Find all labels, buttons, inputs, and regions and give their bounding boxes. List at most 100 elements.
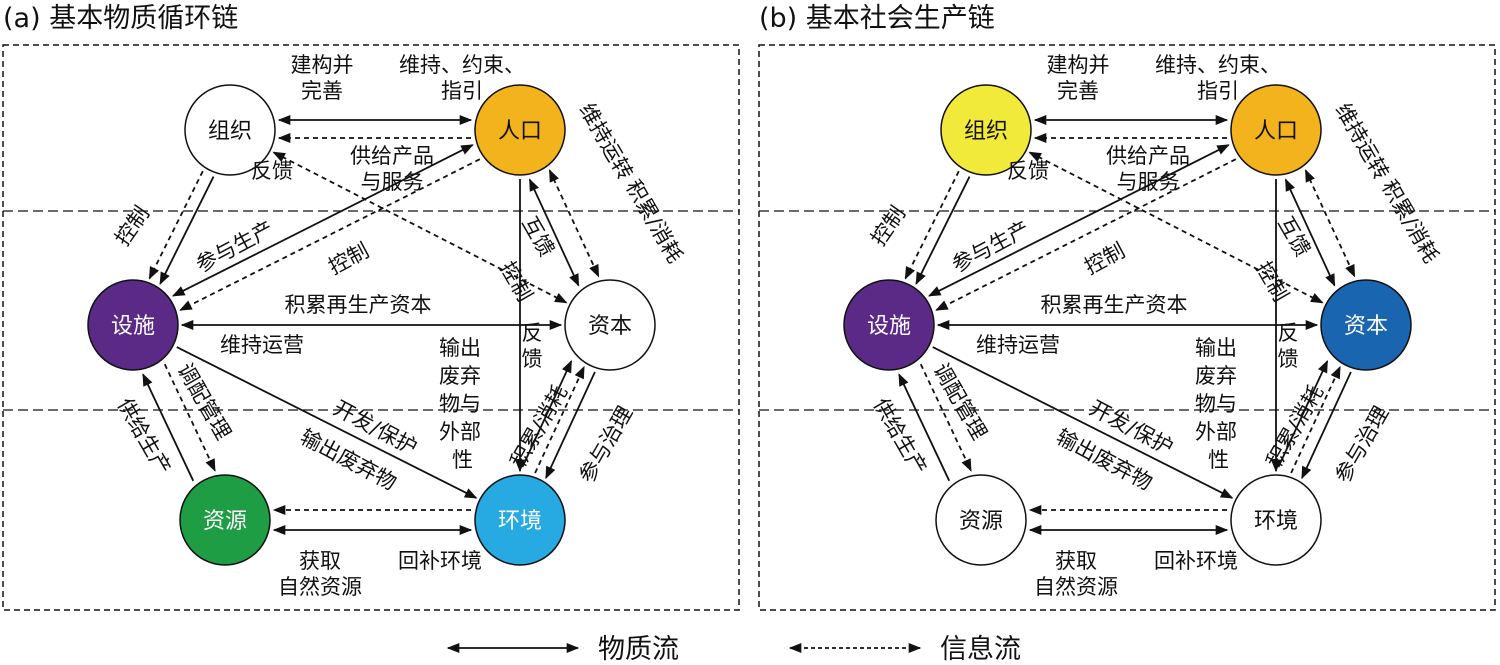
label-build: 完善 bbox=[301, 79, 343, 103]
label-maintain: 维持、约束、 bbox=[1155, 53, 1281, 77]
label-control1: 控制 bbox=[866, 202, 910, 250]
arrow-pop-fac-info bbox=[935, 158, 1237, 311]
legend-info-label: 信息流 bbox=[940, 634, 1021, 665]
node-env: 环境 bbox=[474, 474, 566, 566]
label-accum2: 积累/消耗 bbox=[1262, 381, 1328, 472]
node-org: 组织 bbox=[184, 84, 276, 176]
label-build: 建构并 bbox=[291, 53, 354, 77]
label-feedback1: 反馈 bbox=[1007, 159, 1049, 183]
label-feedback2: 馈 bbox=[522, 347, 543, 371]
label-output: 外部 bbox=[439, 420, 481, 444]
label-interact: 互馈 bbox=[517, 212, 559, 260]
arrow-env-cap-info bbox=[534, 365, 585, 474]
label-maintain: 指引 bbox=[1197, 79, 1239, 103]
node-label: 设施 bbox=[867, 314, 911, 339]
arrow-pop-cap-material bbox=[1284, 178, 1336, 287]
arrow-fac-env-material bbox=[932, 346, 1234, 499]
label-output: 物与 bbox=[439, 392, 481, 416]
label-feedback2: 反 bbox=[522, 321, 543, 345]
node-fac: 设施 bbox=[87, 279, 179, 371]
node-pop: 人口 bbox=[1230, 84, 1322, 176]
label-obtain: 自然资源 bbox=[1034, 575, 1118, 599]
label-part-gov: 参与治理 bbox=[1331, 402, 1394, 487]
label-accum2: 积累/消耗 bbox=[506, 381, 572, 472]
label-output: 外部 bbox=[1195, 420, 1237, 444]
label-replenish: 回补环境 bbox=[1154, 549, 1238, 573]
label-feedback1: 反馈 bbox=[251, 159, 293, 183]
label-output: 废弃 bbox=[439, 364, 481, 388]
label-build: 完善 bbox=[1057, 79, 1099, 103]
label-output: 输出 bbox=[439, 336, 481, 360]
arrow-env-cap-material2 bbox=[1277, 359, 1329, 468]
arrow-fac-pop-material bbox=[928, 144, 1230, 297]
label-maint-op: 维持运转 bbox=[1331, 99, 1394, 184]
label-control3: 控制 bbox=[495, 257, 537, 305]
arrow-pop-cap-material bbox=[528, 178, 580, 287]
label-replenish: 回补环境 bbox=[398, 549, 482, 573]
arrow-fac-res-info bbox=[919, 363, 972, 472]
node-res: 资源 bbox=[179, 474, 271, 566]
label-output: 输出 bbox=[1195, 336, 1237, 360]
node-label: 组织 bbox=[964, 119, 1008, 144]
panel-title: (b) 基本社会生产链 bbox=[759, 3, 995, 34]
label-accum-cons: 积累/消耗 bbox=[1377, 176, 1443, 267]
label-maint-op: 维持运转 bbox=[575, 99, 638, 184]
panel-b: (b) 基本社会生产链组织人口设施资本资源环境建构并完善维持、约束、指引反馈供给… bbox=[758, 3, 1496, 611]
node-label: 人口 bbox=[1254, 119, 1298, 144]
label-control3: 控制 bbox=[1251, 257, 1293, 305]
label-obtain: 自然资源 bbox=[278, 575, 362, 599]
arrow-fac-pop-material bbox=[172, 144, 474, 297]
arrow-cap-env-material bbox=[545, 371, 596, 480]
label-supply: 供给产品 bbox=[350, 144, 434, 168]
label-participate: 参与生产 bbox=[948, 217, 1033, 278]
label-control2: 控制 bbox=[1081, 238, 1129, 279]
label-build: 建构并 bbox=[1047, 53, 1110, 77]
node-label: 资源 bbox=[959, 509, 1003, 534]
label-control2: 控制 bbox=[325, 238, 373, 279]
node-org: 组织 bbox=[940, 84, 1032, 176]
arrow-res-fac-material bbox=[142, 373, 195, 482]
label-obtain: 获取 bbox=[1055, 549, 1097, 573]
arrow-pop-cap-info bbox=[548, 169, 600, 278]
node-env: 环境 bbox=[1230, 474, 1322, 566]
label-accum-cons: 积累/消耗 bbox=[621, 176, 687, 267]
label-supply: 供给产品 bbox=[1106, 144, 1190, 168]
label-feedback2: 反 bbox=[1278, 321, 1299, 345]
label-output: 废弃 bbox=[1195, 364, 1237, 388]
label-supply: 与服务 bbox=[361, 170, 424, 194]
node-label: 人口 bbox=[498, 119, 542, 144]
label-control1: 控制 bbox=[110, 202, 154, 250]
label-part-gov: 参与治理 bbox=[575, 402, 638, 487]
node-label: 资源 bbox=[203, 509, 247, 534]
node-label: 资本 bbox=[1344, 314, 1388, 339]
label-participate: 参与生产 bbox=[192, 217, 277, 278]
label-output: 性 bbox=[452, 448, 473, 472]
label-maintain: 维持、约束、 bbox=[399, 53, 525, 77]
node-cap: 资本 bbox=[564, 279, 656, 371]
panel-title: (a) 基本物质循环链 bbox=[3, 3, 238, 34]
label-maint-run: 维持运营 bbox=[976, 333, 1060, 357]
label-output: 性 bbox=[1208, 448, 1229, 472]
node-fac: 设施 bbox=[843, 279, 935, 371]
arrow-fac-env-material bbox=[176, 346, 478, 499]
arrow-cap-env-material bbox=[1301, 371, 1352, 480]
node-cap: 资本 bbox=[1320, 279, 1412, 371]
arrow-env-cap-info bbox=[1290, 365, 1341, 474]
legend: 物质流 信息流 bbox=[446, 634, 1021, 665]
label-supply: 与服务 bbox=[1117, 170, 1180, 194]
node-label: 环境 bbox=[1254, 509, 1298, 534]
label-maintain: 指引 bbox=[441, 79, 483, 103]
node-label: 组织 bbox=[208, 119, 252, 144]
arrow-pop-fac-info bbox=[179, 158, 481, 311]
label-supply-prod: 供给生产 bbox=[869, 394, 932, 479]
node-pop: 人口 bbox=[474, 84, 566, 176]
label-feedback2: 馈 bbox=[1278, 347, 1299, 371]
label-accum-repro: 积累再生产资本 bbox=[285, 293, 432, 317]
node-label: 资本 bbox=[588, 314, 632, 339]
label-maint-run: 维持运营 bbox=[220, 333, 304, 357]
label-accum-repro: 积累再生产资本 bbox=[1041, 293, 1188, 317]
node-res: 资源 bbox=[935, 474, 1027, 566]
arrow-pop-cap-info bbox=[1304, 169, 1356, 278]
